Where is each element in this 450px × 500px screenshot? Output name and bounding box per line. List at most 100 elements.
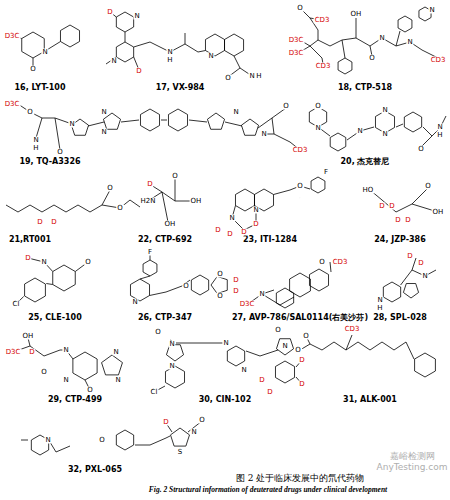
atom-label: N	[100, 109, 107, 116]
deuterium-atom-label: D	[28, 349, 35, 356]
chain-bond	[18, 104, 42, 138]
atom-label: H2N	[140, 198, 157, 205]
atom-label: O	[26, 109, 34, 116]
ring-bond	[227, 346, 244, 366]
compound-label: 17, VX-984	[156, 84, 205, 92]
figure-caption: Fig. 2 Structural information of deutera…	[149, 486, 387, 494]
atom-label: O	[29, 66, 37, 73]
compound-label: 31, ALK-001	[343, 396, 397, 404]
chain-bond	[121, 120, 139, 122]
atom-label: N	[62, 347, 69, 354]
atom-label: N	[190, 429, 197, 436]
deuterium-atom-label: D	[135, 68, 142, 75]
compound-label: 25, CLE-100	[28, 314, 81, 322]
atom-label: O	[296, 5, 304, 12]
ring-bond	[338, 58, 352, 74]
ring-bond	[170, 428, 189, 446]
deuterium-atom-label: CD3	[314, 17, 331, 24]
compound-label: 16, LYT-100	[15, 84, 66, 92]
chain-bond	[310, 342, 414, 359]
atom-label: N	[112, 349, 119, 356]
atom-label: O	[86, 387, 94, 394]
deuterium-atom-label: D	[36, 219, 43, 226]
chain-bond	[125, 32, 126, 42]
atom-label: HO	[362, 187, 375, 194]
deuterium-atom-label: D	[252, 221, 259, 228]
atom-label: N	[114, 377, 121, 384]
atom-label: F	[147, 249, 153, 256]
chain-bond	[396, 31, 400, 46]
compound-label: 28, SPL-028	[373, 314, 427, 322]
atom-label: S	[177, 449, 183, 456]
chain-bond	[6, 190, 110, 212]
atom-label: N	[32, 137, 39, 144]
atom-label: N	[131, 299, 138, 306]
atom-label: N	[133, 13, 140, 20]
chain-bond	[21, 440, 28, 441]
ring-bond	[116, 42, 133, 62]
atom-label: OH	[432, 209, 445, 216]
atom-label: O	[154, 329, 162, 336]
ring-bond	[143, 260, 157, 276]
compound-label: 19, TQ-A3326	[19, 158, 80, 166]
atom-label: N	[421, 273, 428, 280]
deuterium-atom-label: D	[394, 217, 401, 224]
atom-label: N	[168, 363, 175, 370]
compound-label: 29, CTP-499	[48, 396, 102, 404]
atom-label: N	[168, 341, 175, 348]
atom-label: O	[56, 149, 64, 156]
deuterium-atom-label: D3C	[288, 37, 305, 44]
atom-label: N	[258, 291, 265, 298]
deuterium-atom-label: CD3	[332, 259, 349, 266]
watermark: AnyTesting.com	[377, 463, 448, 472]
chain-bond	[310, 46, 323, 64]
atom-label: N	[428, 7, 435, 14]
deuterium-atom-label: D3C	[5, 349, 22, 356]
atom-label: N	[40, 259, 47, 266]
atom-label: O	[274, 327, 282, 334]
deuterium-atom-label: CD3	[430, 57, 447, 64]
compound-label: 23, ITI-1284	[243, 236, 297, 244]
chain-bond	[189, 120, 207, 122]
chain-bond	[346, 335, 352, 350]
chain-bond	[342, 40, 345, 58]
atom-label: O	[40, 369, 48, 376]
atom-label: O	[171, 173, 179, 180]
deuterium-atom-label: D	[298, 381, 305, 388]
atom-label: H	[32, 145, 39, 152]
deuterium-atom-label: D	[240, 229, 247, 236]
atom-label: OH	[350, 11, 363, 18]
watermark: 嘉峪检测网	[390, 452, 435, 461]
deuterium-atom-label: D3C	[4, 101, 21, 108]
atom-label: N	[232, 109, 239, 116]
chain-bond	[140, 276, 150, 279]
atom-label: N	[314, 125, 321, 132]
ring-bond	[102, 355, 123, 375]
compound-label: 32, PXL-065	[68, 466, 122, 474]
atom-label: H	[376, 305, 383, 312]
deuterium-atom-label: D	[162, 419, 169, 426]
chain-bond	[150, 280, 191, 296]
ring-bond	[275, 361, 294, 383]
chain-bond	[88, 122, 104, 126]
atom-label: Cl	[12, 301, 21, 308]
compound-label: 27, AVP-786/SAL0114(右美沙芬)	[232, 314, 368, 322]
ring-bond	[299, 197, 300, 198]
atom-label: O	[368, 55, 376, 62]
ring-bond	[25, 278, 46, 302]
atom-label: N	[436, 124, 443, 131]
chain-bond	[55, 118, 60, 150]
ring-bond	[415, 353, 436, 377]
figure-caption: 图 2 处于临床发展中的氘代药物	[236, 474, 364, 483]
chain-bond	[246, 350, 278, 356]
atom-label: O	[302, 333, 310, 340]
chain-bond	[412, 258, 416, 270]
atom-label: N	[281, 343, 288, 350]
compound-label: 20, 杰克替尼	[341, 158, 390, 166]
atom-label: N	[378, 35, 385, 42]
atom-label: N	[166, 49, 173, 56]
ring-bond	[330, 133, 346, 151]
deuterium-atom-label: CD3	[292, 147, 309, 154]
atom-label: N	[62, 377, 69, 384]
